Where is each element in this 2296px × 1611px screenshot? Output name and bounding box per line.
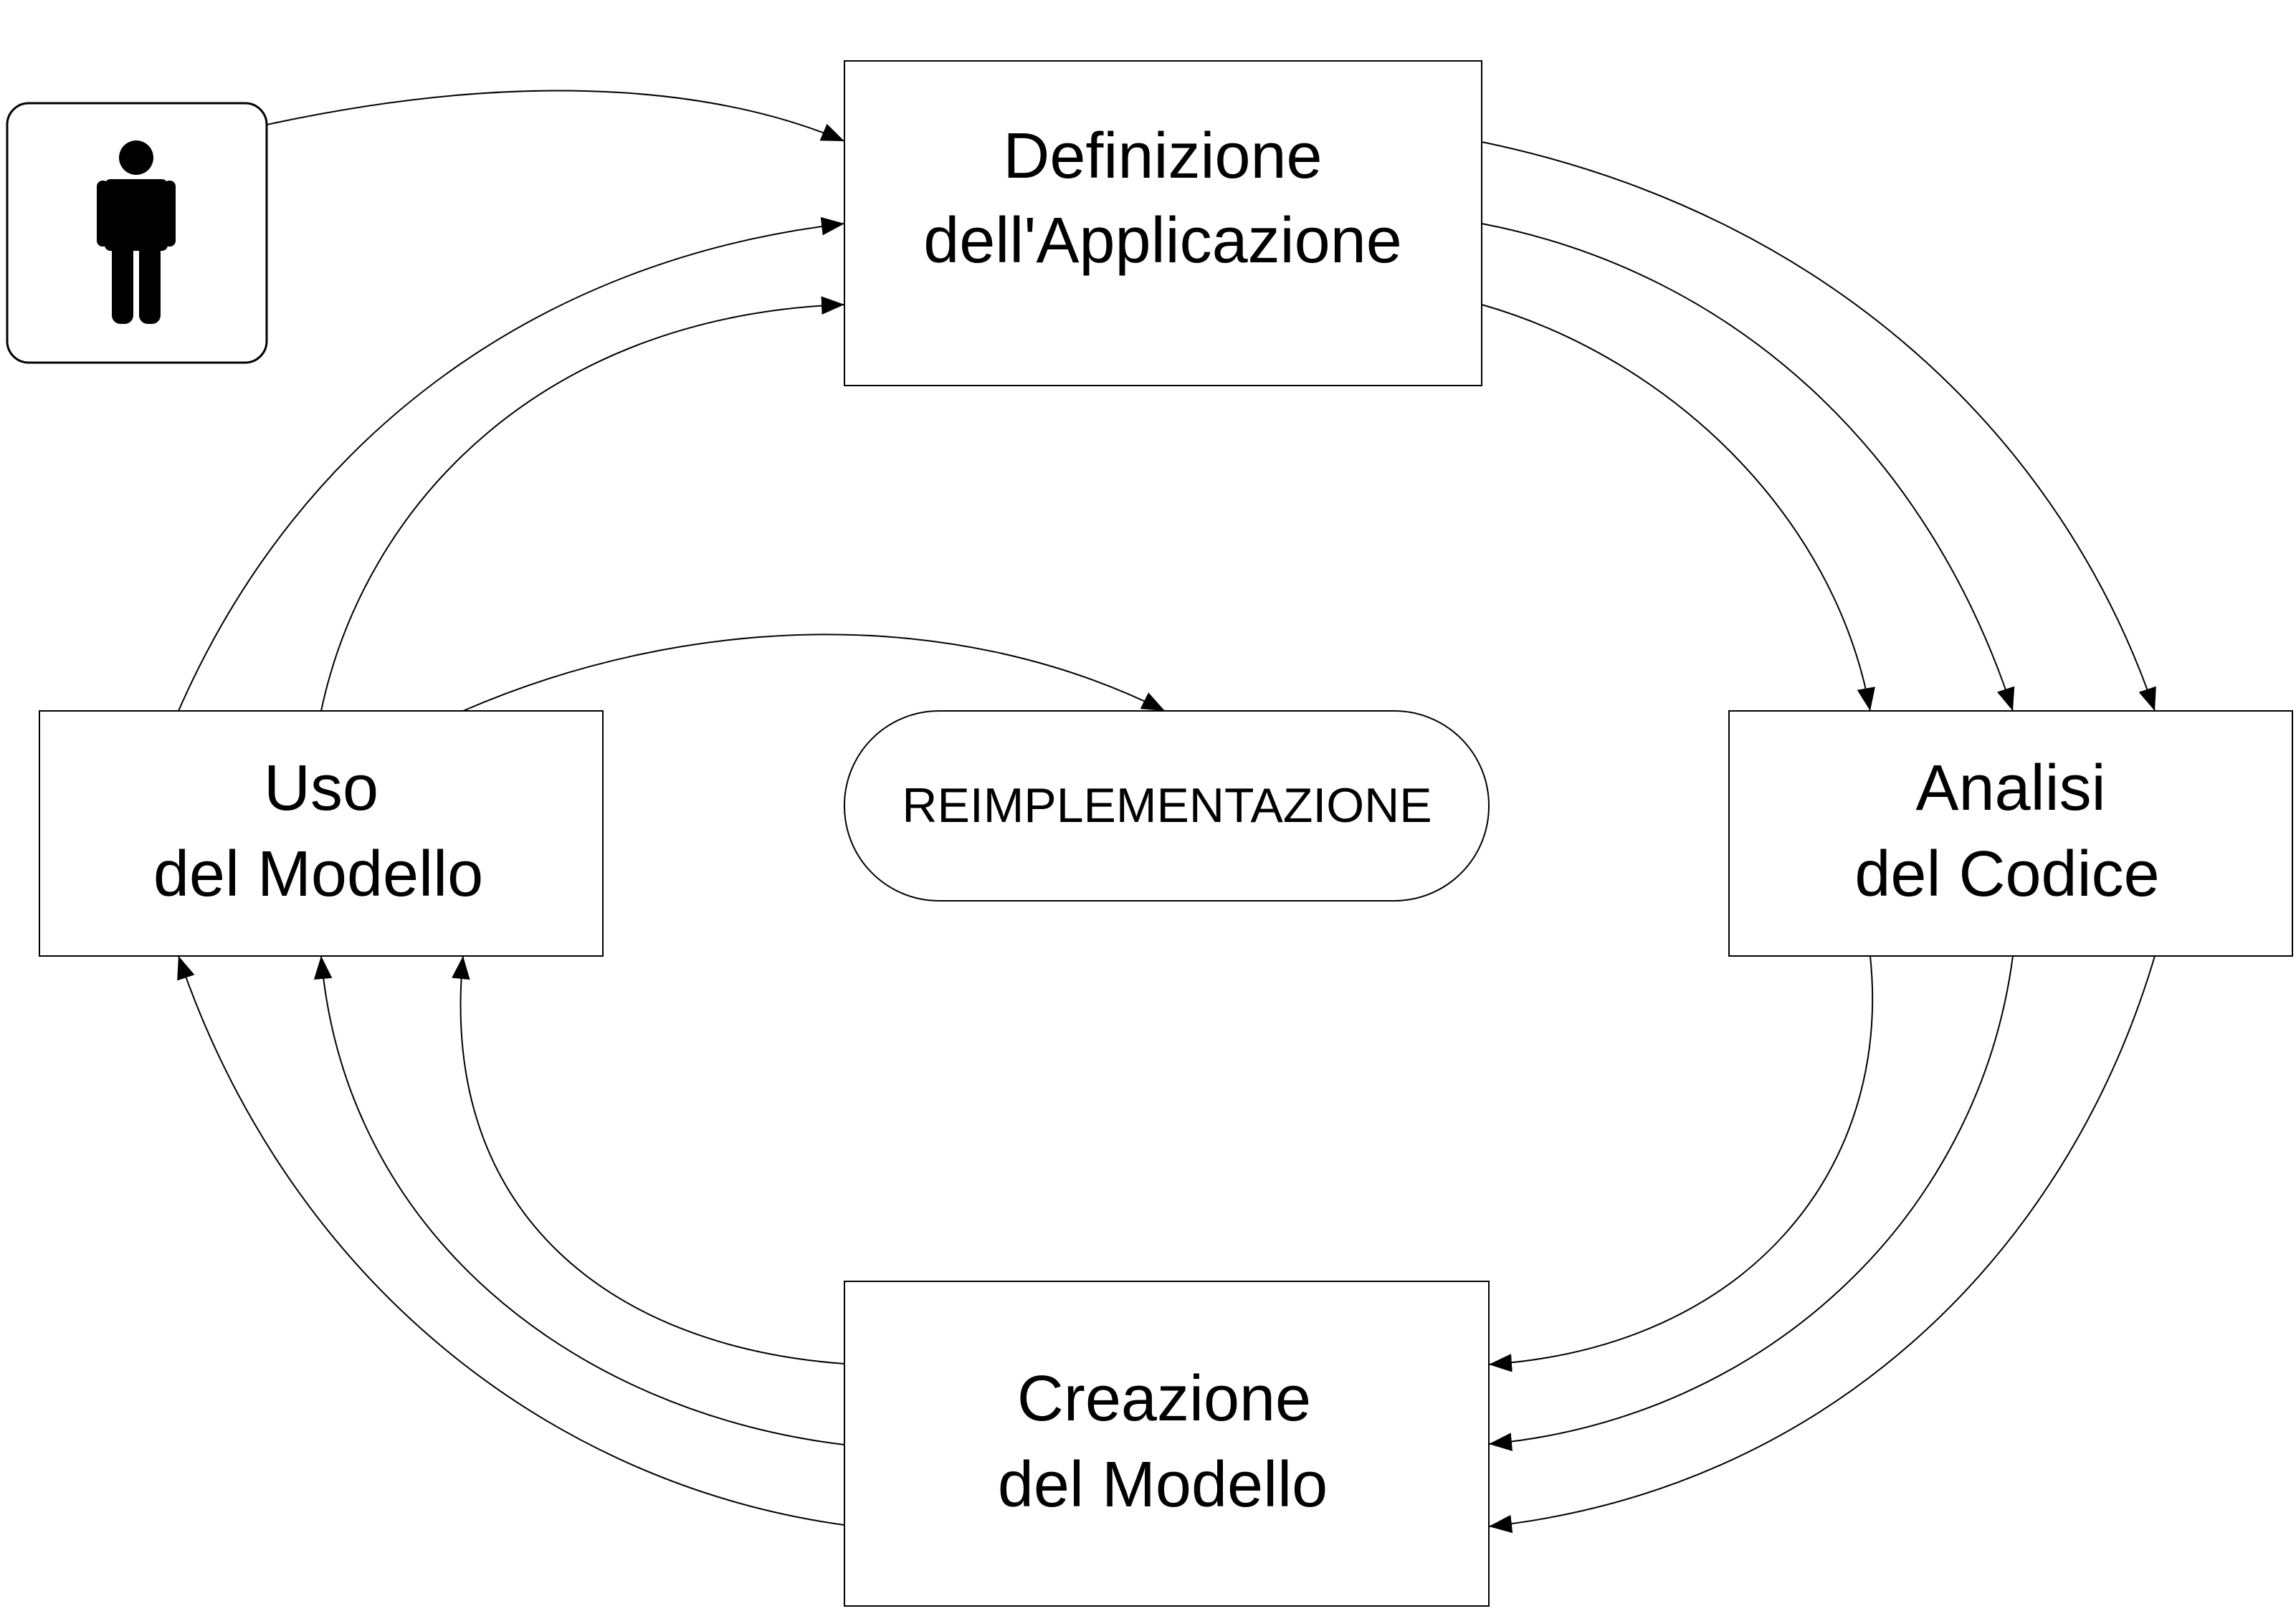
connectors — [177, 90, 2156, 1534]
edge-uso-to-reimplementazione — [462, 634, 1166, 712]
node-reimplementazione-label: REIMPLEMENTAZIONE — [902, 778, 1432, 833]
node-definizione: Definizione dell'Applicazione — [844, 60, 1482, 386]
edge-creazione-to-uso-1 — [452, 955, 845, 1364]
node-analisi-line2: del Codice — [1854, 838, 2159, 910]
edge-uso-to-definizione-2 — [320, 296, 845, 712]
edge-creazione-to-uso-2 — [313, 955, 845, 1445]
node-uso-line1: Uso — [264, 752, 378, 824]
node-creazione-line1: Creazione — [1017, 1363, 1311, 1435]
edge-analisi-to-creazione-1 — [1488, 955, 1874, 1372]
node-definizione-line1: Definizione — [1003, 120, 1322, 192]
node-analisi-line1: Analisi — [1915, 752, 2105, 824]
edge-analisi-to-creazione-2 — [1488, 955, 2014, 1451]
actor-box — [6, 102, 268, 364]
person-icon — [97, 140, 176, 324]
edge-creazione-to-uso-3 — [177, 955, 845, 1526]
edge-definizione-to-analisi-3 — [1481, 304, 1875, 712]
node-uso: Uso del Modello — [39, 710, 604, 957]
node-uso-line2: del Modello — [153, 838, 483, 910]
edge-definizione-to-analisi-1 — [1481, 141, 2156, 712]
node-creazione-line2: del Modello — [998, 1449, 1328, 1521]
node-reimplementazione: REIMPLEMENTAZIONE — [844, 710, 1490, 902]
node-creazione: Creazione del Modello — [844, 1281, 1490, 1607]
node-analisi: Analisi del Codice — [1728, 710, 2293, 957]
edge-actor-to-definizione — [266, 90, 845, 142]
edge-uso-to-definizione-1 — [178, 216, 845, 712]
node-definizione-line2: dell'Applicazione — [923, 205, 1402, 277]
edge-analisi-to-creazione-3 — [1488, 955, 2156, 1534]
edge-definizione-to-analisi-2 — [1481, 223, 2015, 712]
